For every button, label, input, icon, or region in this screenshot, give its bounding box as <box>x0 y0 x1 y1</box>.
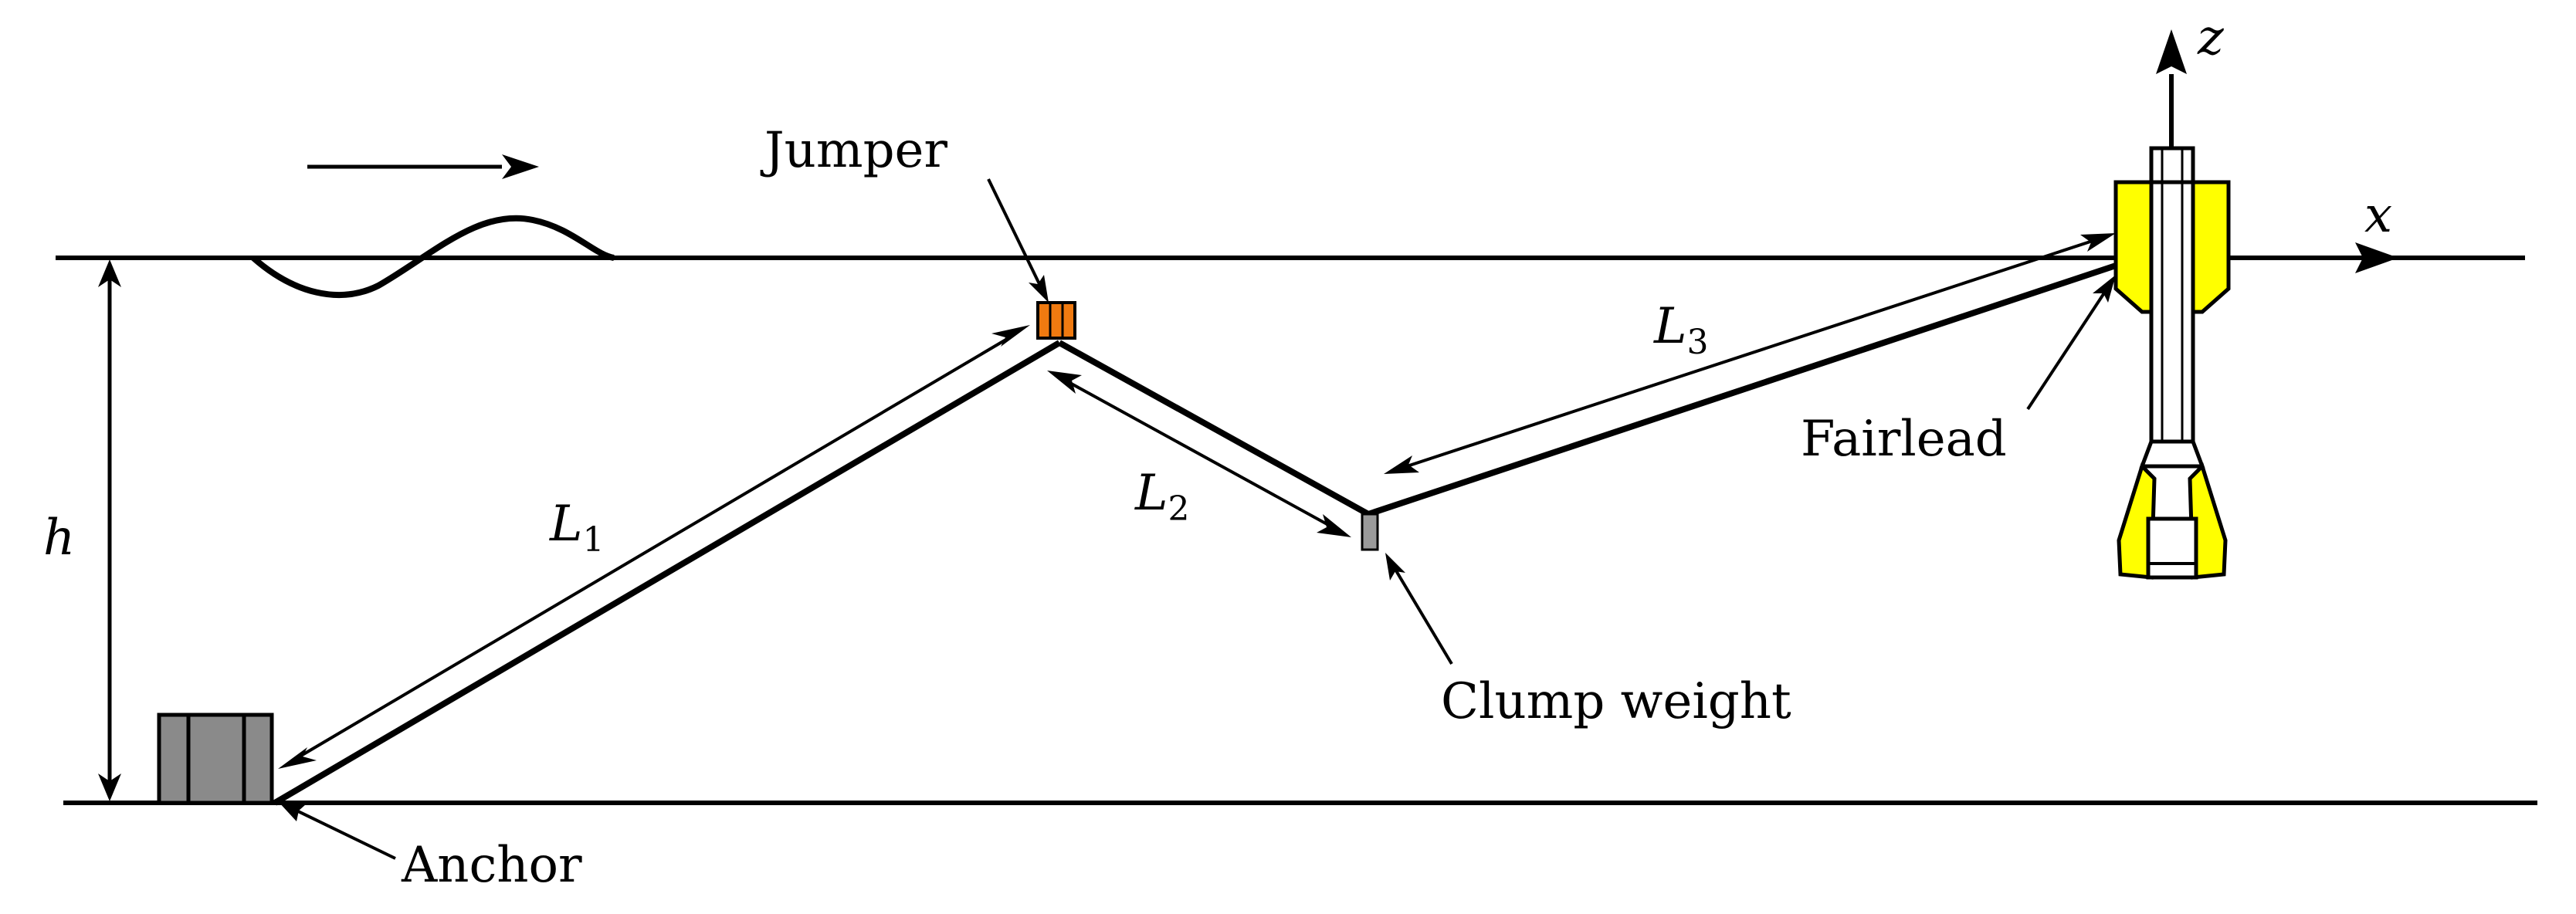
z-axis-arrowhead <box>2156 29 2187 74</box>
z-axis-label: z <box>2197 9 2225 66</box>
mooring-segment-2 <box>1058 340 1370 517</box>
fairlead-pointer-arrow <box>2026 290 2107 411</box>
segment-1-label: L1 <box>549 496 605 560</box>
clump-weight-pointer-arrow <box>1393 567 1453 665</box>
x-axis-label: x <box>2364 187 2392 244</box>
anchor-pointer-arrow <box>293 807 396 860</box>
clump-weight-label: Clump weight <box>1441 673 1791 730</box>
segment-1-arrowhead-start <box>278 747 317 769</box>
anchor-pointer-arrowhead <box>278 801 306 821</box>
clump-weight-block <box>1361 513 1379 551</box>
jumper-pointer-arrow <box>987 178 1042 288</box>
floating-platform <box>2113 146 2231 580</box>
segment-2-arrowhead-end <box>1317 514 1351 537</box>
segment-1-length-arrow <box>298 337 1010 758</box>
segment-1-arrowhead-end <box>991 325 1030 347</box>
jumper-label: Jumper <box>760 122 947 179</box>
jumper-pointer-arrowhead <box>1029 275 1049 303</box>
depth-arrowhead-bottom <box>98 774 121 801</box>
segment-3-label: L3 <box>1653 298 1709 362</box>
depth-label: h <box>43 509 75 567</box>
segment-3-arrowhead-start <box>1384 455 1419 474</box>
depth-arrowhead-top <box>98 259 121 287</box>
wave-shape <box>251 215 615 298</box>
segment-2-length-arrow <box>1066 380 1332 528</box>
clump-weight-pointer-arrowhead <box>1385 553 1405 581</box>
fairlead-pointer-arrowhead <box>2093 275 2116 303</box>
x-axis-arrowhead <box>2355 242 2398 273</box>
segment-3-length-arrow <box>1406 239 2093 468</box>
segment-2-arrowhead-start <box>1047 371 1082 394</box>
wave-direction-arrowhead <box>502 154 539 179</box>
mooring-segment-1 <box>273 340 1062 806</box>
anchor-block <box>157 713 274 805</box>
segment-2-label: L2 <box>1134 465 1190 529</box>
jumper-buoy <box>1036 301 1076 340</box>
segment-3-arrowhead-end <box>2080 233 2116 252</box>
anchor-label: Anchor <box>401 837 582 894</box>
fairlead-label: Fairlead <box>1801 411 2007 468</box>
mooring-segment-3 <box>1367 262 2117 517</box>
